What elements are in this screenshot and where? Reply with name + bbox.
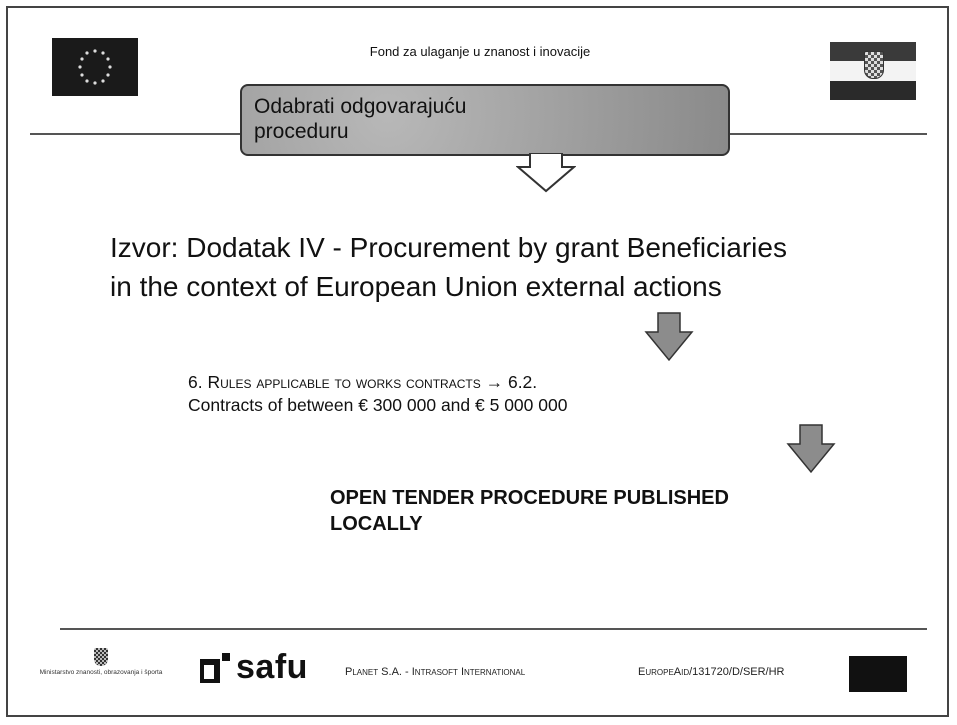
safu-logo: safu (200, 648, 308, 687)
planet-intrasoft-label: Planet S.A. - Intrasoft International (345, 666, 526, 678)
rules-prefix: 6. (188, 372, 208, 392)
rules-line-2: Contracts of between € 300 000 and € 5 0… (188, 395, 568, 415)
source-text: Izvor: Dodatak IV - Procurement by grant… (110, 228, 910, 306)
callout-box: Odabrati odgovarajuću proceduru (240, 84, 730, 156)
croatia-flag-icon (830, 42, 916, 100)
result-text: OPEN TENDER PROCEDURE PUBLISHED LOCALLY (330, 485, 890, 537)
ministry-logo: Ministarstvo znanosti, obrazovanja i špo… (16, 648, 186, 676)
rules-line-1: 6. Rules applicable to works contracts →… (188, 371, 828, 394)
footer-divider (60, 628, 927, 630)
coat-of-arms-icon (864, 51, 884, 79)
result-line-1: OPEN TENDER PROCEDURE PUBLISHED (330, 487, 729, 509)
down-arrow-icon (644, 312, 694, 362)
rules-suffix: → 6.2. (480, 372, 538, 392)
ministry-label: Ministarstvo znanosti, obrazovanja i špo… (39, 669, 163, 676)
safu-mark-icon (200, 652, 230, 683)
result-line-2: LOCALLY (330, 513, 423, 535)
ministry-emblem-icon (94, 648, 108, 666)
eu-flag-icon (52, 38, 138, 96)
footer-black-box (849, 656, 907, 692)
header-title: Fond za ulaganje u znanost i inovacije (369, 44, 591, 59)
down-arrow-icon (786, 424, 836, 474)
safu-wordmark: safu (236, 648, 308, 686)
source-line-1: Izvor: Dodatak IV - Procurement by grant… (110, 232, 787, 263)
rules-heading: Rules applicable to works contracts (207, 372, 481, 392)
callout-line-1: Odabrati odgovarajuću (254, 95, 467, 118)
europeaid-reference: EuropeAid/131720/D/SER/HR (638, 666, 785, 678)
rules-text: 6. Rules applicable to works contracts →… (188, 371, 828, 417)
callout-line-2: proceduru (254, 120, 349, 143)
source-line-2: in the context of European Union externa… (110, 271, 722, 302)
callout-down-arrow-icon (516, 153, 576, 193)
